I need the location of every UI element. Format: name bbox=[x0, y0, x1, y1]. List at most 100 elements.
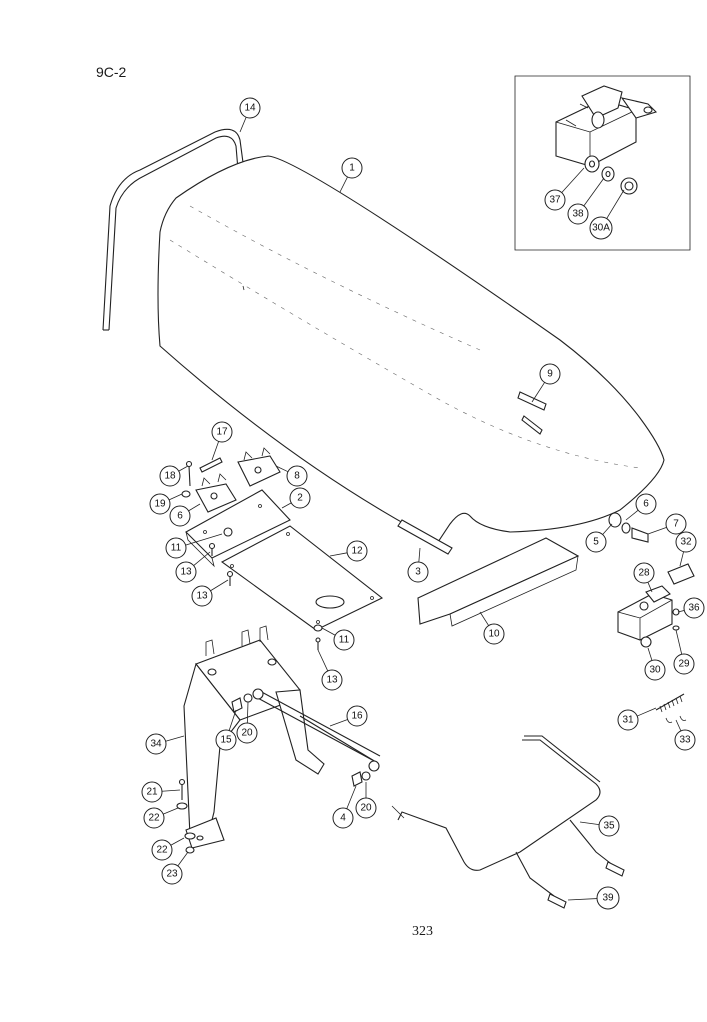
callout-label: 6 bbox=[643, 499, 649, 510]
leader-line bbox=[168, 493, 183, 501]
callout-label: 15 bbox=[220, 735, 232, 746]
callout-circle bbox=[211, 421, 233, 443]
callout-circle bbox=[175, 561, 197, 583]
callout-38: 38 bbox=[567, 177, 605, 225]
callout-circle bbox=[644, 659, 666, 681]
callout-label: 2 bbox=[297, 493, 303, 504]
callout-5: 5 bbox=[585, 523, 613, 553]
latch-assembly bbox=[608, 512, 649, 543]
callout-11: 11 bbox=[321, 627, 355, 651]
callout-label: 13 bbox=[326, 675, 338, 686]
callout-37: 37 bbox=[544, 167, 585, 211]
mounting-plate bbox=[185, 489, 291, 568]
leader-line bbox=[561, 167, 585, 193]
callout-10: 10 bbox=[479, 611, 505, 645]
callout-circle bbox=[341, 157, 363, 179]
callout-label: 17 bbox=[216, 427, 228, 438]
callout-3: 3 bbox=[407, 547, 429, 583]
callout-31: 31 bbox=[617, 707, 657, 731]
callout-circle bbox=[321, 669, 343, 691]
leader-line bbox=[339, 176, 348, 193]
release-rod bbox=[391, 735, 625, 909]
callout-label: 34 bbox=[150, 739, 162, 750]
callout-label: 22 bbox=[148, 813, 160, 824]
leader-line bbox=[647, 647, 653, 661]
callout-30: 30 bbox=[644, 647, 666, 681]
page-code: 9C-2 bbox=[96, 64, 127, 80]
callout-29: 29 bbox=[673, 629, 695, 675]
callout-8: 8 bbox=[275, 465, 308, 487]
callout-label: 3 bbox=[415, 567, 421, 578]
callout-circle bbox=[151, 839, 173, 861]
leader-line bbox=[625, 509, 639, 521]
callout-label: 28 bbox=[638, 568, 650, 579]
leader-line bbox=[161, 789, 181, 792]
callout-label: 35 bbox=[603, 821, 615, 832]
leader-line bbox=[211, 441, 220, 461]
callout-circle bbox=[333, 629, 355, 651]
callout-28: 28 bbox=[633, 562, 655, 593]
callout-4: 4 bbox=[332, 785, 357, 829]
callout-1: 1 bbox=[339, 157, 363, 193]
callout-circle bbox=[675, 531, 697, 553]
callout-label: 7 bbox=[673, 519, 679, 530]
leader-line bbox=[275, 465, 289, 473]
leader-line bbox=[246, 701, 249, 724]
leader-line bbox=[675, 629, 683, 655]
leader-line bbox=[165, 735, 185, 742]
callout-circle bbox=[567, 203, 589, 225]
inset-detail bbox=[514, 75, 691, 251]
callout-circle bbox=[332, 807, 354, 829]
callout-circle bbox=[539, 363, 561, 385]
callout-label: 37 bbox=[549, 195, 561, 206]
callout-circle bbox=[346, 540, 368, 562]
callout-30A: 30A bbox=[589, 189, 625, 240]
callout-label: 9 bbox=[547, 369, 553, 380]
callout-32: 32 bbox=[675, 531, 697, 567]
callout-22: 22 bbox=[151, 837, 185, 861]
leader-line bbox=[637, 707, 657, 717]
seal-strip bbox=[397, 519, 453, 555]
callout-label: 14 bbox=[244, 103, 256, 114]
callout-circle bbox=[141, 781, 163, 803]
callout-label: 29 bbox=[678, 659, 690, 670]
callout-circle bbox=[598, 815, 620, 837]
callout-17: 17 bbox=[211, 421, 233, 461]
callout-label: 11 bbox=[339, 635, 350, 646]
callout-label: 21 bbox=[146, 787, 158, 798]
callout-19: 19 bbox=[149, 493, 183, 515]
leader-line bbox=[178, 465, 189, 472]
callout-circle bbox=[143, 807, 165, 829]
callout-label: 30A bbox=[592, 223, 610, 234]
hinge-brackets bbox=[195, 447, 281, 513]
callout-circle bbox=[683, 597, 705, 619]
leader-line bbox=[317, 649, 329, 672]
callout-circle bbox=[149, 493, 171, 515]
callout-label: 31 bbox=[622, 715, 634, 726]
callout-circle bbox=[286, 465, 308, 487]
callout-label: 5 bbox=[593, 537, 599, 548]
callout-label: 23 bbox=[166, 869, 178, 880]
callout-circle bbox=[346, 705, 368, 727]
leader-line bbox=[329, 719, 348, 727]
leader-line bbox=[679, 551, 684, 567]
inset-frame bbox=[514, 75, 691, 251]
callout-label: 19 bbox=[154, 499, 166, 510]
callout-circle bbox=[589, 216, 613, 240]
callout-13: 13 bbox=[175, 551, 211, 583]
callout-23: 23 bbox=[161, 851, 189, 885]
callout-label: 30 bbox=[649, 665, 661, 676]
callout-label: 13 bbox=[180, 567, 192, 578]
callout-7: 7 bbox=[647, 513, 687, 535]
callout-circle bbox=[169, 505, 191, 527]
callout-11: 11 bbox=[165, 533, 223, 559]
callout-circle bbox=[236, 722, 258, 744]
callout-circle bbox=[483, 623, 505, 645]
callout-circle bbox=[407, 561, 429, 583]
callout-label: 33 bbox=[679, 735, 691, 746]
support-frame bbox=[183, 625, 325, 849]
leader-line bbox=[170, 837, 185, 846]
leader-line bbox=[531, 382, 545, 403]
callout-9: 9 bbox=[531, 363, 561, 403]
leader-line bbox=[479, 611, 489, 626]
